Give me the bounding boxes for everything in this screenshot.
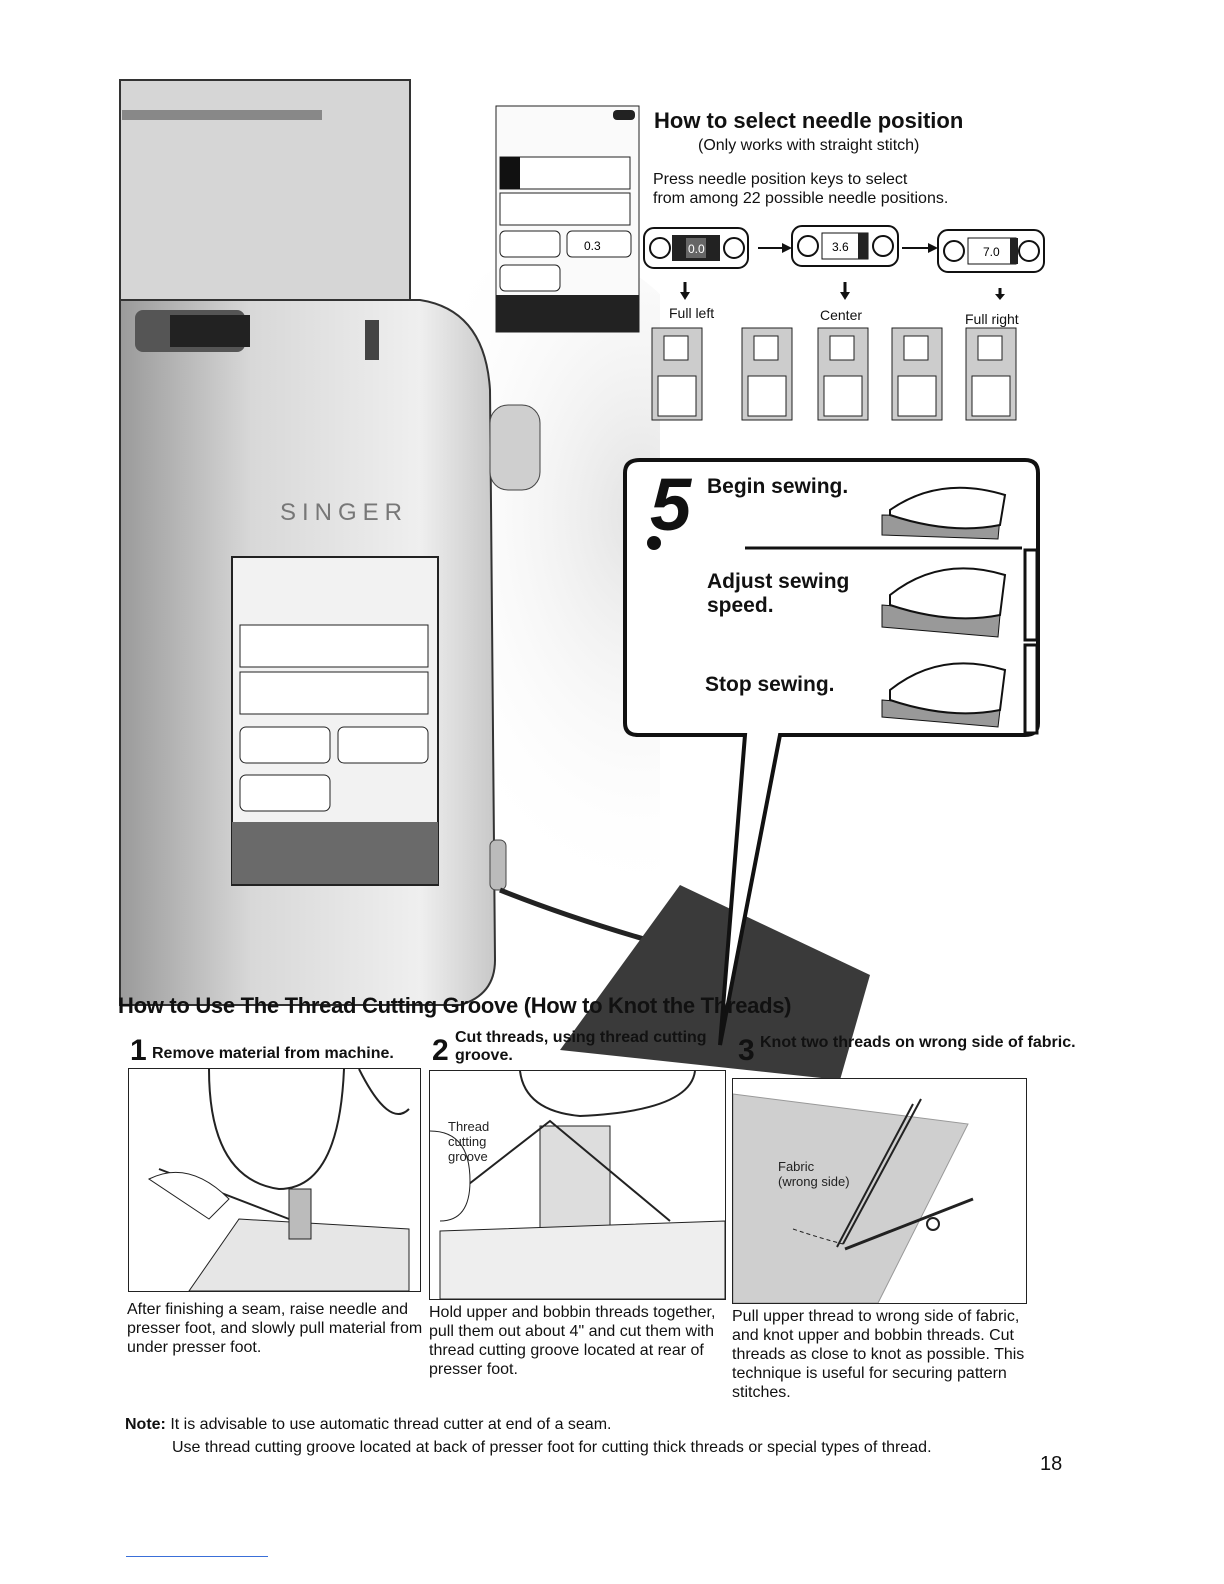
step-1-text: After finishing a seam, raise needle and… (127, 1301, 423, 1356)
step-2-title: Cut threads, using thread cutting groove… (455, 1029, 707, 1065)
presser-foot-icon (817, 327, 869, 421)
small-key-value: 0.3 (584, 239, 601, 253)
figure-label-line: Fabric (778, 1159, 815, 1174)
note-block: Note: It is advisable to use automatic t… (125, 1413, 932, 1459)
foot-controller-illustration (560, 885, 870, 1080)
step-2-number: 2 (432, 1034, 449, 1067)
figure-label-line: Thread (448, 1119, 490, 1134)
position-label-full-right: Full right (965, 311, 1019, 327)
adjust-line: speed. (707, 594, 774, 617)
foot-pedal-icon (881, 486, 1007, 540)
begin-sewing-label: Begin sewing. (707, 475, 849, 498)
position-key-center: 3.6 (791, 225, 899, 267)
position-key-full-left: 0.0 (643, 227, 749, 269)
knot-threads-illustration (732, 1093, 974, 1304)
presser-foot-icon (891, 327, 943, 421)
note-label: Note: (125, 1416, 166, 1433)
position-label-center: Center (820, 307, 863, 323)
foot-pedal-icon (881, 567, 1007, 638)
position-value: 3.6 (832, 240, 849, 254)
adjust-line: Adjust sewing (707, 570, 850, 593)
note-line-1: It is advisable to use automatic thread … (170, 1416, 612, 1433)
footer-rule (126, 1556, 268, 1557)
step-1-title: Remove material from machine. (152, 1045, 394, 1062)
position-value: 0.0 (688, 242, 705, 256)
machine-brand: SINGER (280, 499, 408, 526)
step-3-title: Knot two threads on wrong side of fabric… (760, 1034, 1076, 1051)
step-2-title-line: groove. (455, 1047, 513, 1064)
step-number: 5 (650, 463, 692, 546)
step-3-text: Pull upper thread to wrong side of fabri… (732, 1308, 1025, 1401)
remove-material-illustration (148, 1068, 410, 1292)
presser-feet-row (651, 327, 1017, 421)
needle-position-keys: 0.0 3.6 7.0 (643, 225, 1045, 300)
page-number: 18 (1040, 1453, 1063, 1475)
presser-foot-icon (651, 327, 703, 421)
description-line: Press needle position keys to select (653, 171, 908, 188)
position-label-full-left: Full left (669, 305, 715, 321)
position-key-full-right: 7.0 (937, 229, 1045, 273)
fabric-wrong-side-label: Fabric (wrong side) (778, 1159, 850, 1189)
stop-sewing-label: Stop sewing. (705, 673, 835, 696)
foot-pedal-icon (881, 662, 1007, 728)
scissors-icon (926, 1217, 940, 1231)
figure-label-line: groove (448, 1149, 488, 1164)
step-3-number: 3 (738, 1034, 755, 1067)
presser-foot-icon (741, 327, 793, 421)
presser-foot-icon (965, 327, 1017, 421)
needle-position-description: Press needle position keys to select fro… (653, 170, 1013, 208)
step-1-figure (128, 1068, 421, 1292)
needle-position-title: How to select needle position (654, 108, 964, 133)
step-1-number: 1 (130, 1034, 147, 1067)
pedal-callout (623, 458, 1040, 1046)
sewing-machine-illustration: SINGER (119, 79, 660, 1006)
adjust-speed-label: Adjust sewing speed. (707, 570, 867, 618)
figure-label-line: (wrong side) (778, 1174, 850, 1189)
cut-threads-illustration (429, 1070, 726, 1300)
step-2-text: Hold upper and bobbin threads together, … (429, 1304, 716, 1378)
description-line: from among 22 possible needle positions. (653, 190, 949, 207)
lcd-screen-thumbnail: 0.3 (495, 105, 640, 333)
needle-position-subtitle: (Only works with straight stitch) (698, 137, 920, 154)
position-value: 7.0 (983, 245, 1000, 259)
step-3-figure: Fabric (wrong side) (732, 1078, 1027, 1304)
step-2-title-line: Cut threads, using thread cutting (455, 1029, 707, 1046)
step-2-figure: Thread cutting groove (429, 1070, 726, 1300)
thread-cutting-groove-label: Thread cutting groove (448, 1119, 489, 1164)
thread-cutting-heading: How to Use The Thread Cutting Groove (Ho… (118, 993, 792, 1018)
step-bullet-icon (647, 536, 661, 550)
figure-label-line: cutting (448, 1134, 487, 1149)
note-line-2: Use thread cutting groove located at bac… (172, 1439, 932, 1456)
